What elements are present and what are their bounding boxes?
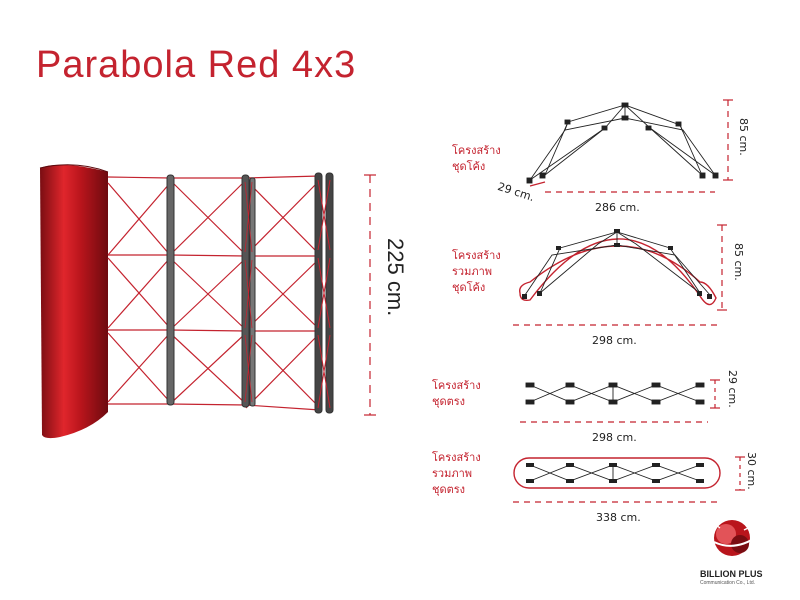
diagram4-label-line2: รวมภาพ (432, 467, 473, 480)
diagram4-depth: 30 cm. (745, 452, 758, 490)
height-label: 225 cm. (383, 238, 408, 317)
diagram3-depth: 29 cm. (726, 370, 739, 408)
diagram-curved-frame (526, 102, 719, 184)
diagram1-label-line1: โครงสร้าง (452, 144, 501, 157)
diagram3-width: 298 cm. (592, 431, 637, 444)
diagram3-dimensions (520, 379, 720, 423)
frame-crossbars (107, 175, 321, 411)
diagram2-label-line3: ชุดโค้ง (452, 281, 486, 294)
height-dimension (364, 174, 376, 416)
diagram-straight-graphic (513, 457, 721, 489)
diagram4-label-line1: โครงสร้าง (432, 451, 481, 464)
diagram1-width: 286 cm. (595, 201, 640, 214)
brand-name: BILLION PLUS (700, 569, 763, 579)
page-title: Parabola Red 4x3 (36, 44, 357, 86)
diagram2-label: โครงสร้าง รวมภาพ ชุดโค้ง (452, 248, 501, 296)
diagram1-dimensions (529, 99, 733, 193)
diagram2-dimensions (513, 224, 727, 326)
diagram2-label-line1: โครงสร้าง (452, 249, 501, 262)
diagram3-label-line2: ชุดตรง (432, 395, 466, 408)
diagram2-label-line2: รวมภาพ (452, 265, 493, 278)
diagram-straight-frame (525, 382, 705, 405)
brand-tagline: Communication Co., Ltd. (700, 580, 756, 586)
diagram4-dimensions (513, 456, 745, 503)
diagram1-label-line2: ชุดโค้ง (452, 160, 486, 173)
diagram4-width: 338 cm. (596, 511, 641, 524)
diagram2-depth: 85 cm. (732, 243, 745, 281)
brand-logo (711, 520, 759, 556)
diagram1-depth: 85 cm. (737, 118, 750, 156)
end-cap-panel (39, 164, 109, 439)
frame-poles (166, 172, 334, 414)
diagram4-label-line3: ชุดตรง (432, 483, 466, 496)
diagram-curved-graphic (519, 229, 717, 306)
diagram1-label: โครงสร้าง ชุดโค้ง (452, 143, 501, 175)
diagram2-width: 298 cm. (592, 334, 637, 347)
diagram3-label: โครงสร้าง ชุดตรง (432, 378, 481, 410)
diagram4-label: โครงสร้าง รวมภาพ ชุดตรง (432, 450, 481, 498)
diagram3-label-line1: โครงสร้าง (432, 379, 481, 392)
